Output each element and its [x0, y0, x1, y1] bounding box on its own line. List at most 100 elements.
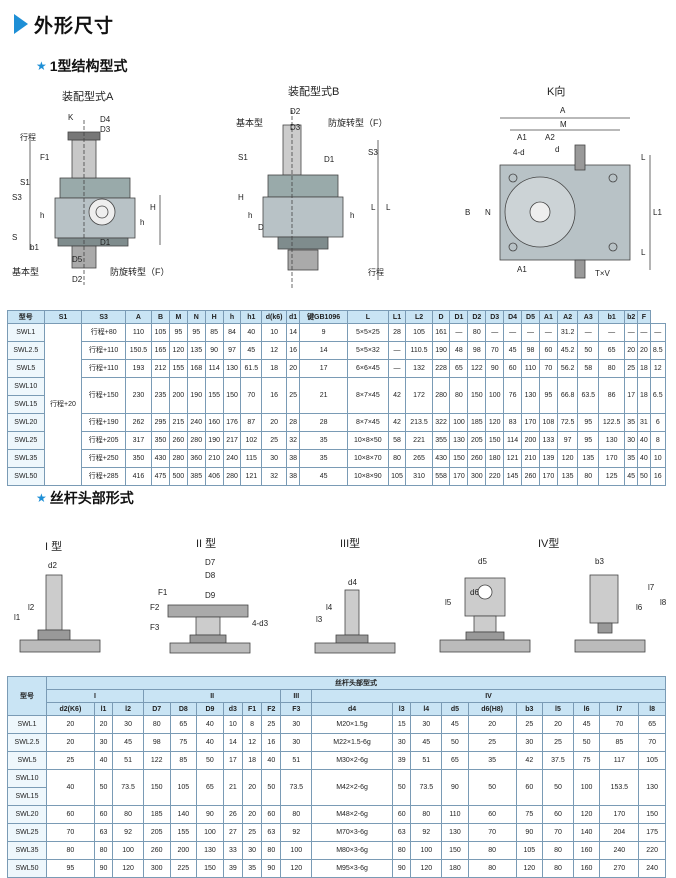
dim-label: l4 — [326, 603, 333, 612]
table-cell: 280 — [431, 377, 451, 414]
table-cell: 行程+250 — [81, 449, 126, 468]
table-cell: 35 — [299, 431, 349, 450]
table-cell: 50 — [196, 751, 224, 770]
table-cell: 60 — [467, 805, 517, 824]
col-header: h — [222, 310, 242, 324]
table-cell: 97 — [556, 431, 579, 450]
table-cell: 108 — [538, 413, 558, 432]
table-cell: 50 — [93, 769, 114, 806]
table-cell: 80 — [598, 359, 626, 378]
table-cell: 110.5 — [405, 341, 433, 360]
table-cell: 14 — [222, 733, 243, 752]
table-cell: 100 — [449, 413, 469, 432]
table-cell: 20 — [286, 359, 301, 378]
dim-label: D1 — [324, 155, 335, 164]
table-cell: 40 — [261, 751, 282, 770]
table-cell: 110 — [441, 805, 469, 824]
table-cell: 175 — [638, 823, 666, 842]
table-cell: SWL2.5 — [7, 733, 47, 752]
table-cell: 120 — [572, 805, 601, 824]
table-cell: 122 — [467, 359, 487, 378]
table-cell: 90 — [196, 805, 224, 824]
basic-type-label: 基本型 — [12, 266, 39, 277]
table-cell: 172 — [405, 377, 433, 414]
table-cell: 350 — [124, 449, 153, 468]
table-cell: 180 — [485, 449, 505, 468]
table-cell: 145 — [503, 467, 523, 486]
table-cell: 18 — [637, 377, 651, 414]
table-cell: — — [449, 323, 469, 342]
table-cell: 150 — [222, 377, 242, 414]
table-cell: 95 — [168, 323, 188, 342]
table-cell: 90 — [391, 859, 412, 878]
table-cell: SWL15 — [7, 787, 47, 806]
table-cell: 130 — [222, 359, 242, 378]
table-cell: 122 — [142, 751, 171, 770]
col-header: b1 — [598, 310, 626, 324]
col-header: b2 — [624, 310, 639, 324]
table-cell: 120 — [168, 341, 188, 360]
dim-label: L1 — [653, 208, 662, 217]
table-cell: 20 — [542, 715, 574, 734]
dim-label: T×V — [595, 269, 611, 278]
table-cell: 20 — [46, 715, 95, 734]
table-cell: SWL10 — [7, 377, 45, 396]
page-header: 外形尺寸 — [14, 12, 115, 37]
table-cell: 30 — [624, 431, 639, 450]
table-cell: 70 — [538, 359, 558, 378]
col-header: l2 — [112, 702, 144, 716]
col-header: l1 — [93, 702, 114, 716]
table-cell: 10×8×90 — [347, 467, 389, 486]
table2-title: 丝杆头部型式 — [46, 676, 666, 690]
table-cell: 416 — [124, 467, 153, 486]
table-cell: 65 — [441, 751, 469, 770]
table-cell: 100 — [112, 841, 144, 860]
table-cell: 45.2 — [556, 341, 579, 360]
dim-label: K — [68, 113, 74, 122]
table-cell: 130 — [598, 431, 626, 450]
diagram-a-caption: 装配型式A — [62, 91, 114, 103]
table-cell: 40 — [196, 733, 224, 752]
table-cell: 50 — [391, 769, 412, 806]
dim-label: A1 — [517, 265, 527, 274]
table-cell: 385 — [186, 467, 206, 486]
table-cell: 170 — [599, 805, 640, 824]
table-cell: 行程+205 — [81, 431, 126, 450]
dim-label: l3 — [316, 615, 323, 624]
table-cell: 200 — [169, 841, 198, 860]
table-cell: 155 — [168, 359, 188, 378]
dim-label: A1 — [517, 133, 527, 142]
dim-label: A2 — [545, 133, 555, 142]
table-cell: 180 — [441, 859, 469, 878]
table-cell: 300 — [142, 859, 171, 878]
page-title: 外形尺寸 — [34, 15, 115, 37]
section2-heading: ★ 丝杆头部形式 — [36, 488, 134, 508]
table-cell: SWL1 — [7, 715, 47, 734]
dim-label: L — [641, 248, 646, 257]
table-cell: 322 — [431, 413, 451, 432]
table-cell: 150 — [485, 431, 505, 450]
table-cell: 12 — [241, 733, 263, 752]
table-cell: 45 — [441, 715, 469, 734]
group-header: I — [46, 689, 144, 703]
table-cell: 75 — [169, 733, 198, 752]
col-header: h1 — [240, 310, 263, 324]
table-cell: 500 — [168, 467, 188, 486]
table-cell: 213.5 — [405, 413, 433, 432]
col-header: d5 — [441, 702, 469, 716]
dim-label: l6 — [636, 603, 643, 612]
table-cell: 92 — [410, 823, 443, 842]
table-cell: 70 — [638, 733, 666, 752]
table-cell: 95 — [577, 413, 600, 432]
table-cell: 8×7×45 — [347, 377, 389, 414]
table-cell: M20×1.5g — [311, 715, 393, 734]
table-cell: 20 — [241, 769, 263, 806]
table-cell: — — [637, 323, 651, 342]
type3-caption: III型 — [340, 538, 361, 550]
table-cell: 25 — [467, 733, 517, 752]
table-cell: 260 — [168, 431, 188, 450]
col-header: d6(H8) — [467, 702, 517, 716]
table-cell: 72.5 — [556, 413, 579, 432]
table-cell: 30 — [112, 715, 144, 734]
